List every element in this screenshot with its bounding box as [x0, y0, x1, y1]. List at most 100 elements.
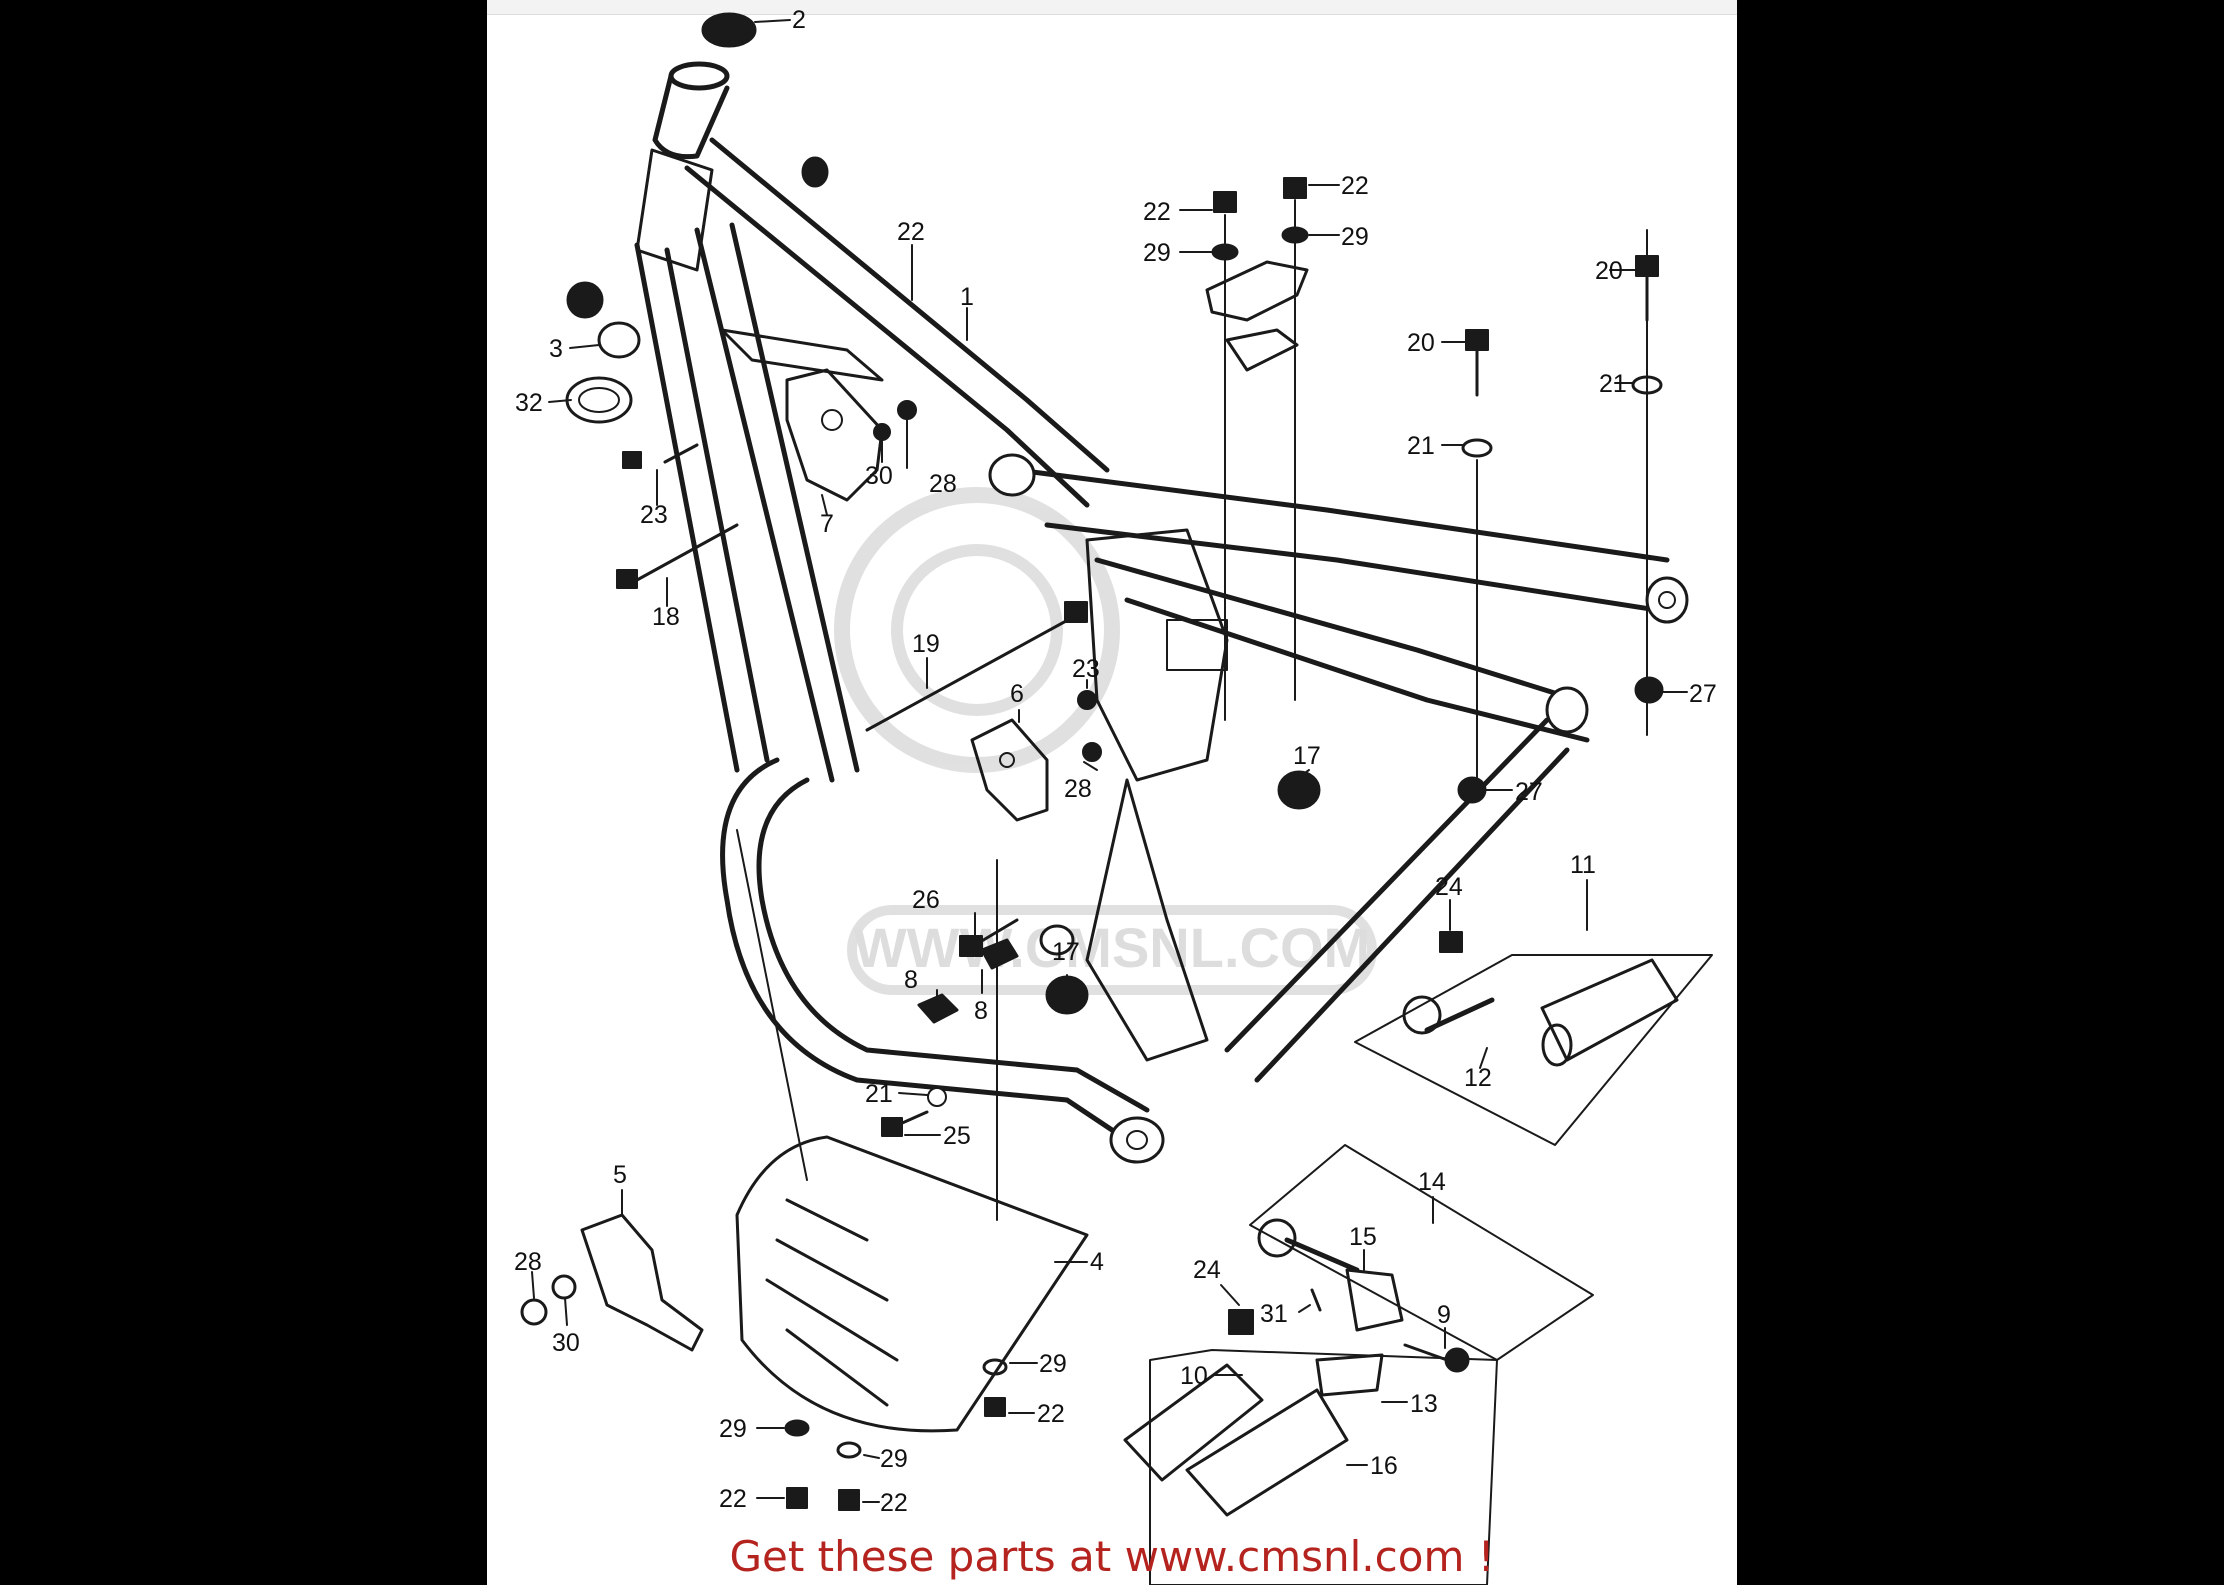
- callout-14: 14: [1418, 1168, 1446, 1196]
- leader-32: [548, 399, 572, 403]
- engine-hanger-7: [785, 368, 884, 502]
- footrest-serration-15: [1257, 1218, 1297, 1258]
- seat-hinge-plate: [1225, 328, 1299, 372]
- washer-21-left: [1461, 438, 1493, 458]
- callout-22-seat-right: 22: [1341, 172, 1369, 200]
- callout-18: 18: [652, 603, 680, 631]
- callout-20-right: 20: [1595, 257, 1623, 285]
- callout-labels: 2 22 1 3 32 23 7 30 28 18 19 23 6 28 22 …: [514, 6, 1717, 1517]
- bolt-24-lower: [1228, 1309, 1254, 1335]
- footrest-bracket-15: [1345, 1268, 1404, 1332]
- bush-17-lower: [1045, 975, 1089, 1015]
- callout-6: 6: [1010, 680, 1024, 708]
- watermark-inner-ring: [891, 544, 1063, 716]
- footrest-group-14: [1123, 1144, 1594, 1585]
- ball-bearing-ring-32: [565, 376, 633, 424]
- down-tube-front-b: [664, 247, 770, 763]
- bolt-20-left-head: [1465, 329, 1489, 351]
- washer-30-lower: [551, 1274, 577, 1300]
- callout-27-upper: 27: [1689, 680, 1717, 708]
- footrest-end-11: [1541, 1023, 1573, 1067]
- steering-head-tube: [652, 73, 730, 160]
- callout-22-seat-left: 22: [1143, 198, 1171, 226]
- rear-shock-hole: [1658, 591, 1676, 609]
- callout-31: 31: [1260, 1300, 1288, 1328]
- footrest-rubber-10: [1123, 1363, 1264, 1482]
- rear-shock-mount: [1645, 576, 1689, 624]
- guard-plate-4: [735, 1135, 1089, 1433]
- bolt-9: [1403, 1343, 1449, 1362]
- bolt-23-head: [622, 451, 642, 469]
- callout-8-right: 8: [974, 997, 988, 1025]
- nut-28-lower: [520, 1298, 548, 1326]
- nut-28: [897, 400, 917, 420]
- footrest-rubber-11: [1540, 958, 1679, 1062]
- nut-9: [1444, 1347, 1470, 1373]
- callout-25: 25: [943, 1122, 971, 1150]
- leader-lines: [531, 19, 1688, 1503]
- watermark-text: WWW.CMSNL.COM: [854, 916, 1370, 979]
- parts-3-32: [565, 156, 829, 424]
- callout-11: 11: [1570, 851, 1596, 879]
- callout-10: 10: [1180, 1362, 1208, 1390]
- top-tube-lower: [684, 165, 1090, 508]
- guard-guide-left: [736, 829, 808, 1181]
- callout-21-left: 21: [1407, 432, 1435, 460]
- footrest-box-11: [1354, 954, 1713, 1146]
- callout-1: 1: [960, 283, 974, 311]
- leader-12: [1479, 1047, 1488, 1069]
- bolt-22-right: [1283, 177, 1307, 199]
- washer-21-lower: [927, 1087, 947, 1107]
- cradle-lug: [1039, 924, 1075, 956]
- parts-shop-banner[interactable]: Get these parts at www.cmsnl.com !: [729, 1532, 1495, 1581]
- top-nut: [701, 12, 757, 48]
- callout-5: 5: [613, 1161, 627, 1189]
- washer-29-guard-left: [784, 1419, 810, 1437]
- bolt-18-shank: [635, 523, 739, 582]
- callout-26: 26: [912, 886, 940, 914]
- leader-28b: [1083, 761, 1098, 771]
- bolt-24-upper: [1439, 931, 1463, 953]
- down-tube-left-b: [729, 222, 860, 773]
- washer-29-guard-mid: [836, 1441, 862, 1459]
- lower-rail-a: [1094, 557, 1580, 703]
- bolt-19-head: [1064, 601, 1088, 623]
- guard-rib-4: [785, 1328, 889, 1407]
- pin-31: [1310, 1288, 1322, 1312]
- rubber-bush: [801, 156, 829, 188]
- callout-23-mid: 23: [1072, 655, 1100, 683]
- leader-24b: [1220, 1284, 1240, 1306]
- callout-24-upper: 24: [1435, 873, 1463, 901]
- rear-lower-mount: [1545, 686, 1589, 734]
- center-bracket: [1166, 619, 1228, 671]
- seat-rail-upper: [1014, 467, 1670, 563]
- callout-28-lower: 28: [514, 1248, 542, 1276]
- callout-13: 13: [1410, 1390, 1438, 1418]
- bolt-22-guard-mid: [838, 1489, 860, 1511]
- bolt-22-guard-left: [786, 1487, 808, 1509]
- bolt-23-mid: [1077, 690, 1097, 710]
- leader-3: [569, 344, 600, 349]
- footrest-arm-15: [1284, 1237, 1360, 1273]
- footrest-rubber-16: [1185, 1388, 1349, 1517]
- bearing-race-3: [597, 321, 641, 359]
- callout-8-left: 8: [904, 966, 918, 994]
- footrest-box-14-upper: [1249, 1144, 1594, 1361]
- parts-diagram-sheet: WWW.CMSNL.COM: [487, 0, 1737, 1585]
- callout-22-guard-mid: 22: [880, 1489, 908, 1517]
- head-gusset: [635, 148, 714, 272]
- leader-28c: [531, 1271, 535, 1299]
- callout-24-lower: 24: [1193, 1256, 1221, 1284]
- head-nut: [566, 281, 604, 319]
- frame-exploded-diagram: WWW.CMSNL.COM: [514, 6, 1717, 1585]
- callout-4: 4: [1090, 1248, 1104, 1276]
- rear-lower-tube-a: [1224, 717, 1550, 1053]
- bush-17-upper: [1277, 770, 1321, 810]
- part-6-bracket: [970, 690, 1102, 822]
- down-tube-left-a: [694, 227, 835, 783]
- part-4-guard: [735, 829, 1089, 1511]
- callout-32: 32: [515, 389, 543, 417]
- callout-28-upper: 28: [929, 470, 957, 498]
- cradle-loop-inner: [756, 777, 1150, 1113]
